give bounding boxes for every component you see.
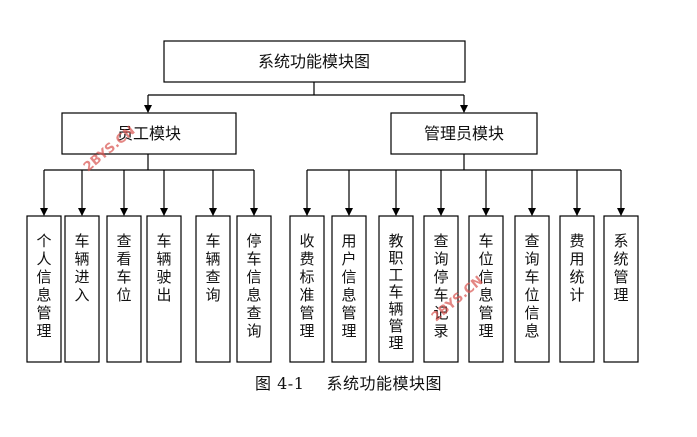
leaf-box bbox=[289, 215, 325, 363]
leaf-boxes: 个人信息管理 车辆进入 查看车位 车辆驶出 车辆查询 停车信息查询 收费标准管理 用户信息管理… bbox=[26, 215, 639, 363]
module-label-staff: 员工模块 bbox=[117, 124, 181, 143]
leaf-box bbox=[106, 215, 142, 363]
leaf-label: 车辆进入 bbox=[74, 232, 89, 304]
module-box-staff bbox=[61, 112, 237, 155]
module-label-admin: 管理员模块 bbox=[424, 124, 504, 143]
leaf-box bbox=[146, 215, 182, 363]
root-label: 系统功能模块图 bbox=[258, 52, 370, 71]
leaf-box bbox=[64, 215, 100, 363]
leaf-label: 车位信息管理 bbox=[478, 232, 493, 340]
root-box bbox=[163, 40, 466, 83]
leaf-label: 教职工车辆管理 bbox=[388, 232, 403, 352]
leaf-label: 用户信息管理 bbox=[341, 232, 356, 340]
leaf-box bbox=[331, 215, 367, 363]
leaf-label: 查询停车记录 bbox=[433, 232, 448, 340]
leaf-box bbox=[603, 215, 639, 363]
leaf-label: 系统管理 bbox=[613, 232, 628, 304]
staff-connectors bbox=[40, 154, 258, 216]
leaf-box bbox=[514, 215, 550, 363]
leaf-label: 个人信息管理 bbox=[36, 232, 51, 340]
leaf-label: 费用统计 bbox=[569, 232, 584, 304]
leaf-label: 车辆查询 bbox=[205, 232, 220, 304]
leaf-box bbox=[378, 215, 414, 363]
leaf-box bbox=[195, 215, 231, 363]
leaf-box bbox=[26, 215, 62, 363]
leaf-label: 查询车位信息 bbox=[524, 232, 539, 340]
figure-caption: 图 4-1 系统功能模块图 bbox=[255, 374, 442, 393]
leaf-label: 查看车位 bbox=[116, 232, 131, 304]
leaf-box bbox=[423, 215, 459, 363]
leaf-box bbox=[559, 215, 595, 363]
admin-connectors bbox=[303, 154, 625, 216]
leaf-label: 车辆驶出 bbox=[156, 232, 171, 304]
leaf-box bbox=[236, 215, 272, 363]
root-connectors bbox=[144, 82, 468, 113]
leaf-label: 收费标准管理 bbox=[299, 232, 314, 340]
leaf-label: 停车信息查询 bbox=[246, 232, 261, 340]
leaf-box bbox=[468, 215, 504, 363]
